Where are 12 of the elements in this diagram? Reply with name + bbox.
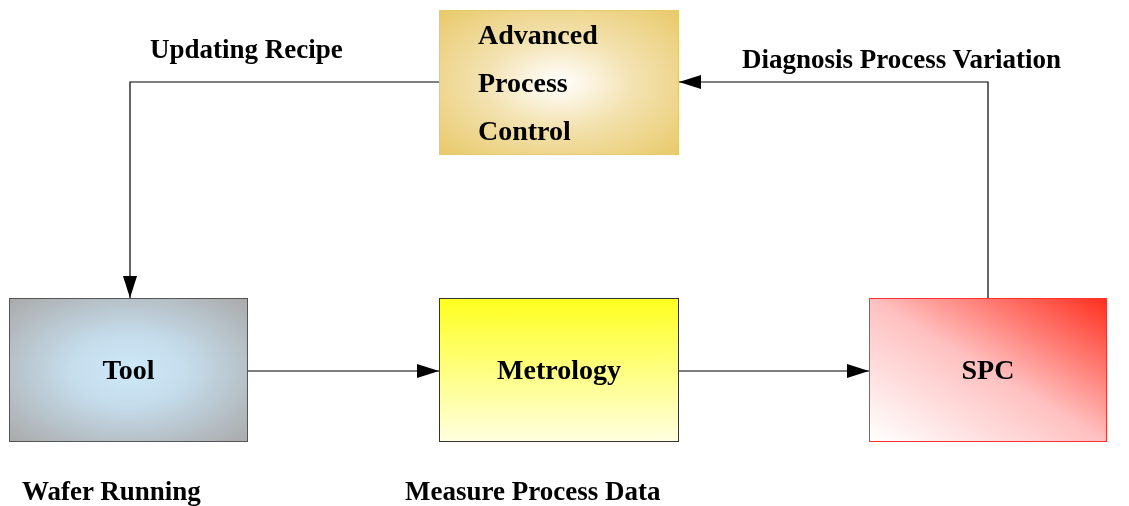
node-label: SPC <box>961 353 1015 387</box>
node-label: Advanced Process Control <box>478 17 599 148</box>
arrow <box>678 75 989 299</box>
spc-box <box>869 298 1107 442</box>
arrow <box>123 81 440 299</box>
metrology-box <box>439 298 679 442</box>
apc-box <box>439 10 679 155</box>
tool-box <box>9 298 248 442</box>
node-label: Tool <box>102 353 155 387</box>
arrow <box>678 364 870 378</box>
node-label: Metrology <box>497 353 621 387</box>
arrow <box>247 364 440 378</box>
